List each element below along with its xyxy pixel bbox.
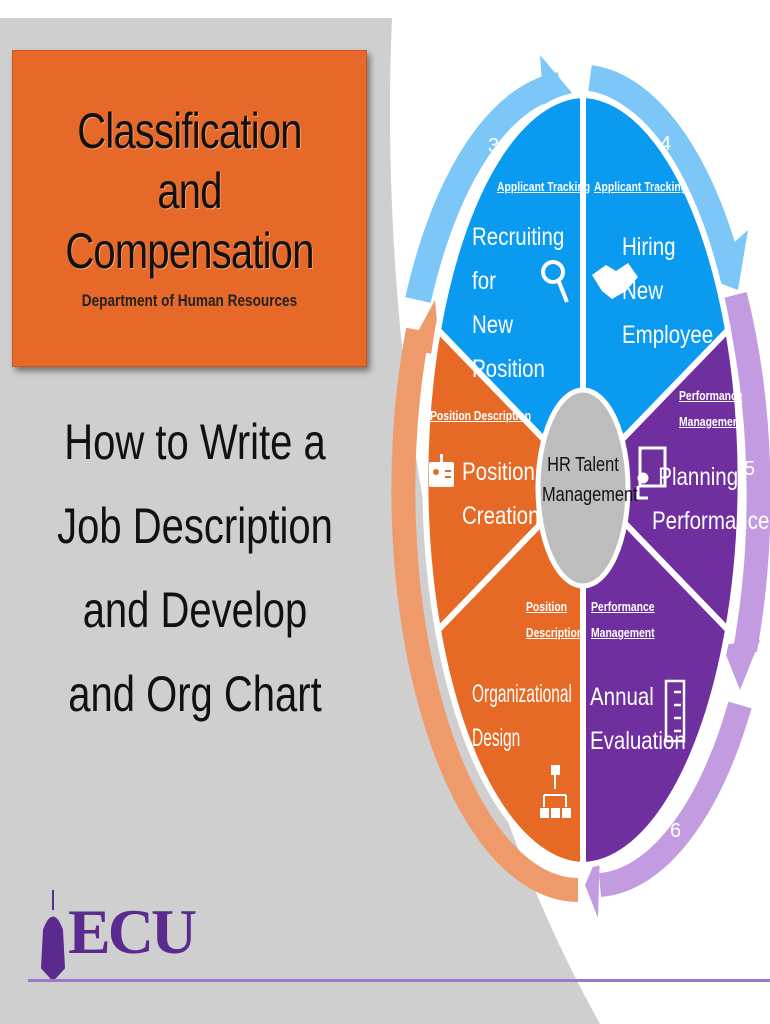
page-title: Classification and Compensation [65,103,314,279]
segment-title: Position Creation [462,458,540,530]
arrow-4 [587,65,741,269]
segment-evaluation [580,472,732,869]
arrow-6-head [585,850,600,918]
handshake-icon [592,263,638,299]
arrow-5-head [722,640,760,690]
segment-label[interactable]: Applicant Tracking [594,179,688,194]
footer-rule [28,979,770,982]
segment-label[interactable]: Position Description [526,599,584,640]
segment-title: Hiring New Employee [622,233,714,349]
checklist-icon [664,679,686,743]
step-number-6: 6 [670,820,682,842]
arrow-orange [391,327,579,902]
department-name: Department of Human Resources [81,291,298,310]
segment-title: Annual Evaluation [590,683,686,755]
segment-recruiting [434,91,586,488]
step-number-3: 3 [488,135,500,157]
ecu-cupola-icon [40,890,66,980]
id-badge-icon [429,454,454,487]
center-label: HR Talent Management [542,454,638,506]
segment-planning [578,323,744,637]
segment-label[interactable]: Position Description [430,408,532,423]
step-number-5: 5 [744,458,756,480]
center-circle [535,387,631,589]
magnifier-icon [541,260,569,303]
presentation-icon [636,446,667,500]
org-chart-icon [540,765,571,818]
step-number-4: 4 [660,133,672,155]
document-subtitle: How to Write a Job Description and Devel… [57,414,333,722]
segment-title: Planning Performance [652,463,770,535]
segment-label[interactable]: Performance Management [591,599,655,640]
arrow-orange-head [408,300,440,355]
arrow-3 [405,72,563,303]
segment-hiring [580,91,732,488]
ecu-logo: ECU [68,896,197,967]
segment-title: Organizational Design [472,680,572,752]
segment-title: Recruiting for New Position [472,223,565,383]
segment-position-creation [422,323,588,637]
segment-org-design [434,472,586,869]
arrow-5 [723,292,770,653]
segment-label[interactable]: Applicant Tracking [497,179,591,194]
segment-label[interactable]: Performance Management [679,388,743,429]
title-box: Classification and Compensation Departme… [12,50,367,367]
arrow-6 [598,701,752,897]
